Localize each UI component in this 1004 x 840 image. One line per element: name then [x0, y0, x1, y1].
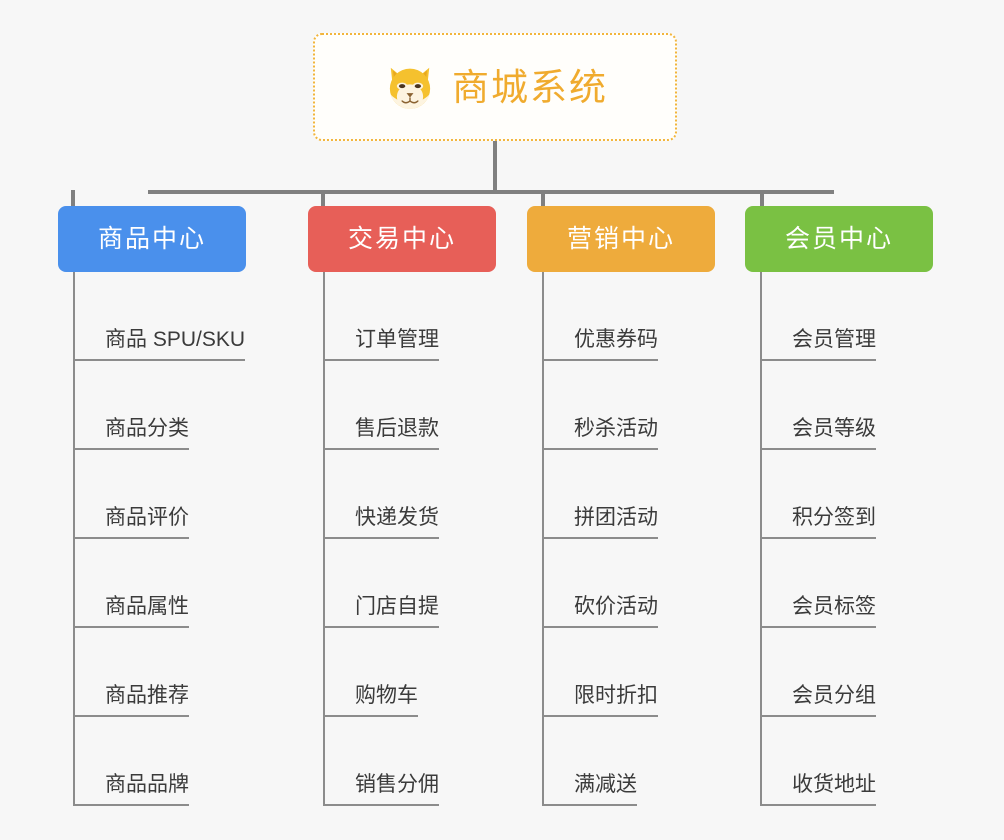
category-label: 营销中心: [566, 224, 675, 253]
item-list: 商品 SPU/SKU 商品分类 商品评价 商品属性 商品推荐 商品品牌: [73, 272, 246, 806]
connector-root-stub: [493, 141, 497, 192]
item-label: 收货地址: [790, 774, 876, 806]
list-item[interactable]: 商品评价: [73, 450, 246, 539]
list-item[interactable]: 商品属性: [73, 539, 246, 628]
item-label: 满减送: [572, 774, 637, 806]
category-column-marketing: 营销中心 优惠券码 秒杀活动 拼团活动 砍价活动 限时折扣 满减送: [527, 206, 715, 806]
list-item[interactable]: 收货地址: [760, 717, 933, 806]
list-item[interactable]: 门店自提: [323, 539, 496, 628]
item-label: 秒杀活动: [572, 418, 658, 450]
item-label: 商品品牌: [103, 774, 189, 806]
category-label: 会员中心: [784, 224, 893, 253]
list-item[interactable]: 商品分类: [73, 361, 246, 450]
category-column-member: 会员中心 会员管理 会员等级 积分签到 会员标签 会员分组 收货地址: [745, 206, 933, 806]
item-label: 商品分类: [103, 418, 189, 450]
root-node[interactable]: 商城系统: [313, 33, 677, 141]
item-label: 销售分佣: [353, 774, 439, 806]
category-header-marketing[interactable]: 营销中心: [527, 206, 715, 272]
list-item[interactable]: 商品推荐: [73, 628, 246, 717]
item-label: 砍价活动: [572, 596, 658, 628]
shiba-dog-emoji-icon: [382, 59, 438, 115]
list-item[interactable]: 会员标签: [760, 539, 933, 628]
connector-drop-3: [760, 190, 764, 208]
category-header-trade[interactable]: 交易中心: [308, 206, 496, 272]
item-label: 会员分组: [790, 685, 876, 717]
connector-drop-2: [541, 190, 545, 208]
category-label: 商品中心: [97, 224, 206, 253]
category-label: 交易中心: [347, 224, 456, 253]
list-item[interactable]: 订单管理: [323, 272, 496, 361]
item-label: 售后退款: [353, 418, 439, 450]
list-item[interactable]: 拼团活动: [542, 450, 715, 539]
item-label: 限时折扣: [572, 685, 658, 717]
list-item[interactable]: 会员等级: [760, 361, 933, 450]
item-list: 优惠券码 秒杀活动 拼团活动 砍价活动 限时折扣 满减送: [542, 272, 715, 806]
item-label: 商品推荐: [103, 685, 189, 717]
category-header-member[interactable]: 会员中心: [745, 206, 933, 272]
list-item[interactable]: 销售分佣: [323, 717, 496, 806]
list-item[interactable]: 售后退款: [323, 361, 496, 450]
item-label: 积分签到: [790, 507, 876, 539]
item-label: 购物车: [353, 685, 418, 717]
list-item[interactable]: 商品品牌: [73, 717, 246, 806]
item-label: 商品评价: [103, 507, 189, 539]
item-label: 优惠券码: [572, 329, 658, 361]
list-item[interactable]: 限时折扣: [542, 628, 715, 717]
list-item[interactable]: 购物车: [323, 628, 496, 717]
item-label: 拼团活动: [572, 507, 658, 539]
item-list: 订单管理 售后退款 快递发货 门店自提 购物车 销售分佣: [323, 272, 496, 806]
list-item[interactable]: 满减送: [542, 717, 715, 806]
list-item[interactable]: 积分签到: [760, 450, 933, 539]
list-item[interactable]: 秒杀活动: [542, 361, 715, 450]
list-item[interactable]: 砍价活动: [542, 539, 715, 628]
item-label: 订单管理: [353, 329, 439, 361]
item-label: 商品属性: [103, 596, 189, 628]
item-label: 会员标签: [790, 596, 876, 628]
connector-drop-1: [321, 190, 325, 208]
connector-bus-bar: [148, 190, 834, 194]
category-column-trade: 交易中心 订单管理 售后退款 快递发货 门店自提 购物车 销售分佣: [308, 206, 496, 806]
list-item[interactable]: 会员管理: [760, 272, 933, 361]
category-column-product: 商品中心 商品 SPU/SKU 商品分类 商品评价 商品属性 商品推荐 商品品牌: [58, 206, 246, 806]
list-item[interactable]: 商品 SPU/SKU: [73, 272, 246, 361]
category-header-product[interactable]: 商品中心: [58, 206, 246, 272]
root-title: 商城系统: [452, 66, 608, 108]
list-item[interactable]: 优惠券码: [542, 272, 715, 361]
item-label: 会员等级: [790, 418, 876, 450]
item-label: 会员管理: [790, 329, 876, 361]
item-label: 快递发货: [353, 507, 439, 539]
list-item[interactable]: 会员分组: [760, 628, 933, 717]
connector-drop-0: [71, 190, 75, 208]
item-label: 门店自提: [353, 596, 439, 628]
item-list: 会员管理 会员等级 积分签到 会员标签 会员分组 收货地址: [760, 272, 933, 806]
item-label: 商品 SPU/SKU: [103, 329, 246, 361]
list-item[interactable]: 快递发货: [323, 450, 496, 539]
